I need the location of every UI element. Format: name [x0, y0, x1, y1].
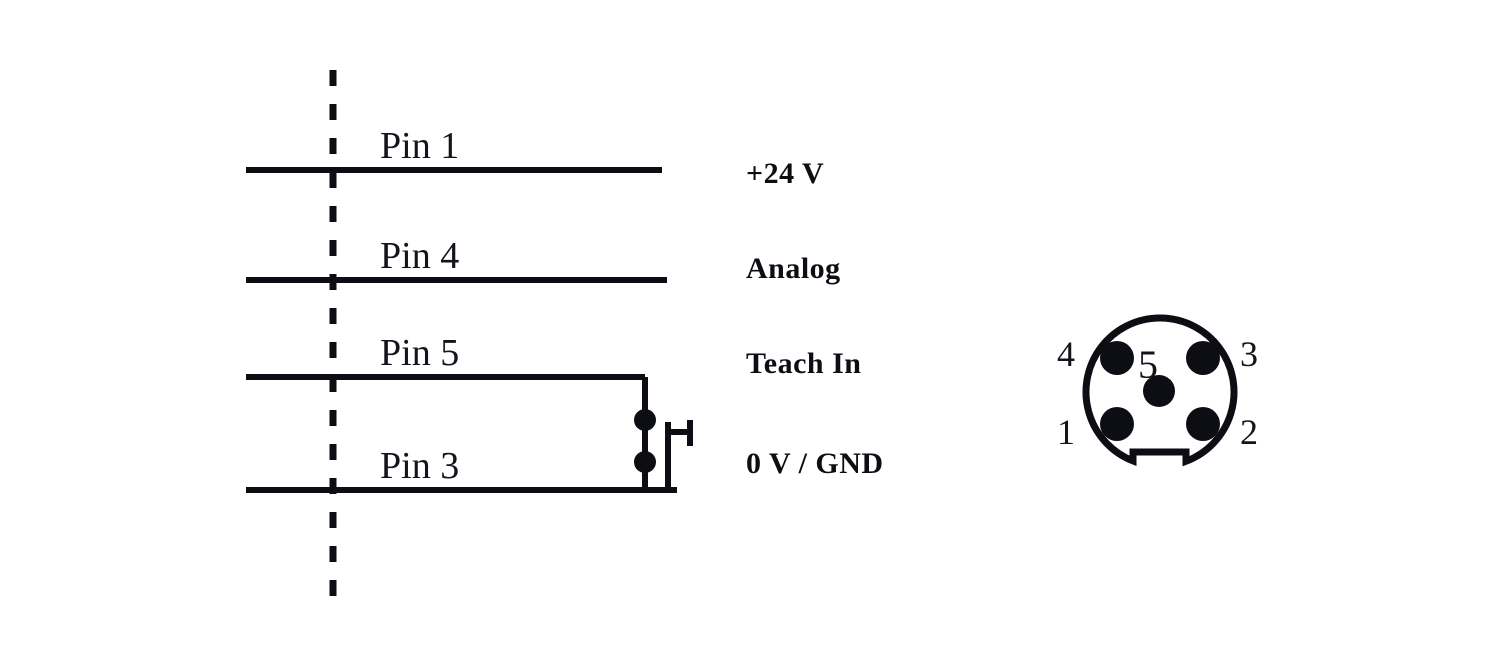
connector-pin-3 — [1186, 341, 1220, 375]
connector-pin-2 — [1186, 407, 1220, 441]
pin-label-pin-5: Pin 5 — [380, 332, 459, 374]
wire-group — [246, 167, 677, 493]
connector-pin-group — [1100, 341, 1220, 441]
pin-label-pin-3: Pin 3 — [380, 445, 459, 487]
connector-pin-4-number: 4 — [1057, 334, 1075, 374]
terminal-dot-group — [634, 409, 656, 473]
connector-pin-4 — [1100, 341, 1134, 375]
signal-label-1: Analog — [746, 252, 841, 285]
connector-pin-1-number: 1 — [1057, 412, 1075, 452]
connector-number-group: 4 3 1 2 — [1057, 334, 1258, 452]
connector-pin-5 — [1143, 375, 1175, 407]
connector-pin-2-number: 2 — [1240, 412, 1258, 452]
terminal-dot-lower — [634, 451, 656, 473]
signal-label-2: Teach In — [746, 347, 861, 380]
signal-label-0: +24 V — [746, 157, 824, 190]
terminal-dot-upper — [634, 409, 656, 431]
connector-pin-3-number: 3 — [1240, 334, 1258, 374]
jumper-bracket — [665, 420, 693, 490]
signal-label-3: 0 V / GND — [746, 447, 884, 480]
pin-label-pin-4: Pin 4 — [380, 235, 459, 277]
connector-pin-1 — [1100, 407, 1134, 441]
five-pin-connector-face: 5 4 3 1 2 — [1057, 314, 1258, 467]
pin-label-pin-1: Pin 1 — [380, 125, 459, 167]
pin-label-group: Pin 1 Pin 4 Pin 5 Pin 3 — [380, 125, 459, 487]
connector-pin-5-number: 5 — [1138, 342, 1158, 387]
